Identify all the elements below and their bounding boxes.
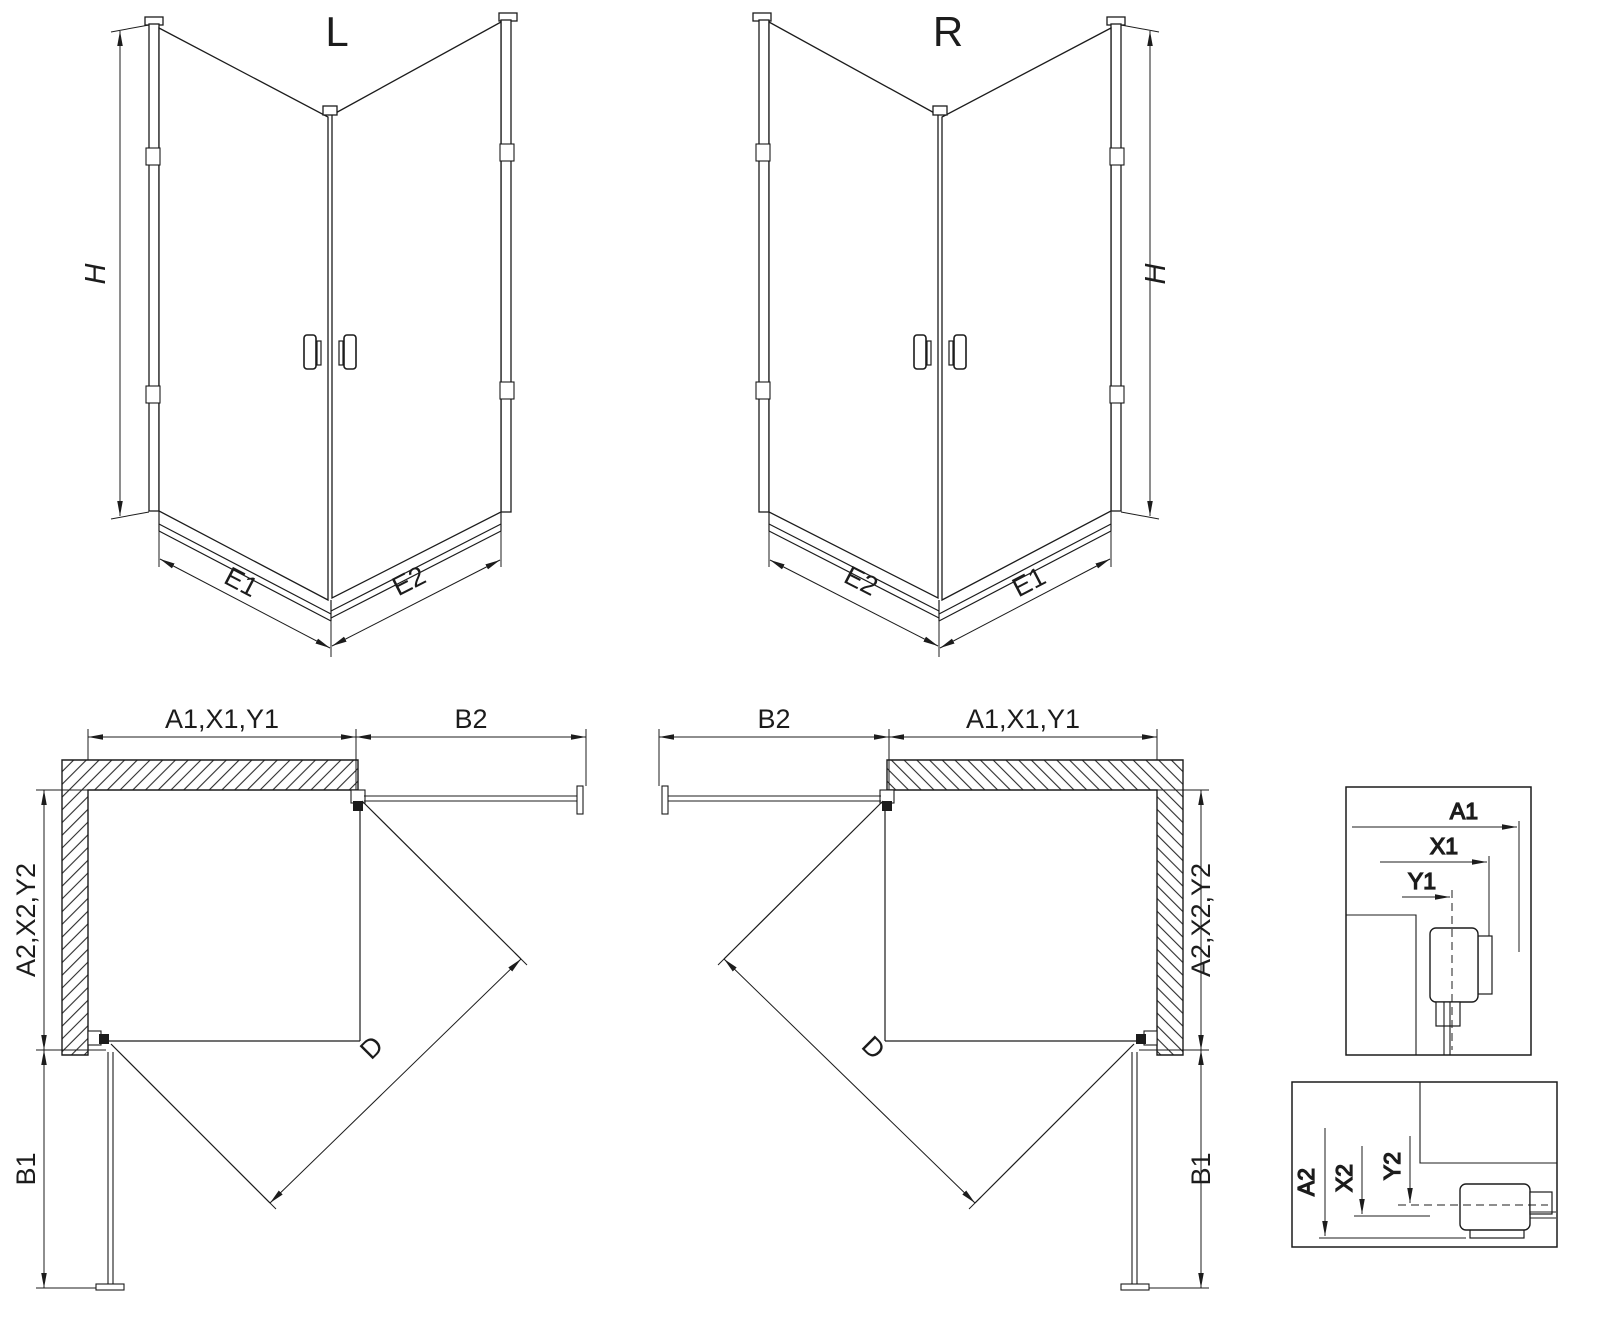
plan-view-right: B2 A1,X1,Y1 A2,X2,Y2 B1 D [659,704,1216,1290]
plan-left-dim-b1: B1 [11,1152,41,1185]
plan-geometry-left [36,729,586,1290]
plan-left-dim-b2: B2 [454,704,487,734]
detail-view-top: A1 X1 Y1 [1345,786,1532,1056]
front-view-left: L H E1 E2 [80,8,517,657]
dim-label-e1-left: E1 [220,561,263,603]
detail-bottom-divider [1419,1082,1557,1164]
detail-top-wall-profile [1429,890,1493,1055]
detail-view-bottom: A2 X2 Y2 [1291,1081,1558,1248]
enclosure-3d-right [753,13,1159,657]
detail-bottom-dimension-lines [1319,1128,1466,1239]
plan-right-dim-a2x2y2: A2,X2,Y2 [1186,863,1216,977]
dim-label-e1-right: E1 [1007,561,1050,603]
view-title-right: R [933,8,963,55]
detail-top-divider [1346,914,1417,1055]
dim-label-height-left: H [80,263,112,284]
detail-bottom-label-y2: Y2 [1379,1152,1405,1180]
plan-right-dim-b1: B1 [1186,1152,1216,1185]
detail-top-dimension-lines [1352,821,1520,952]
detail-top-label-x1: X1 [1430,833,1458,859]
detail-bottom-label-x2: X2 [1331,1164,1357,1192]
enclosure-3d-left [111,13,517,657]
plan-left-dim-a1x1y1: A1,X1,Y1 [165,704,279,734]
plan-left-dim-d: D [354,1030,389,1065]
plan-left-dim-a2x2y2: A2,X2,Y2 [11,863,41,977]
plan-right-dim-a1x1y1: A1,X1,Y1 [966,704,1080,734]
view-title-left: L [325,8,348,55]
plan-right-dim-b2: B2 [757,704,790,734]
plan-view-left: A1,X1,Y1 B2 A2,X2,Y2 B1 D [11,704,586,1290]
detail-bottom-profile [1398,1183,1556,1239]
detail-bottom-label-a2: A2 [1293,1168,1319,1196]
dim-label-height-right: H [1140,263,1172,284]
detail-top-label-y1: Y1 [1408,868,1436,894]
plan-geometry-right [659,729,1209,1290]
detail-top-label-a1: A1 [1450,798,1478,824]
plan-right-dim-d: D [856,1030,891,1065]
front-view-right: R H E2 E1 [753,8,1172,657]
